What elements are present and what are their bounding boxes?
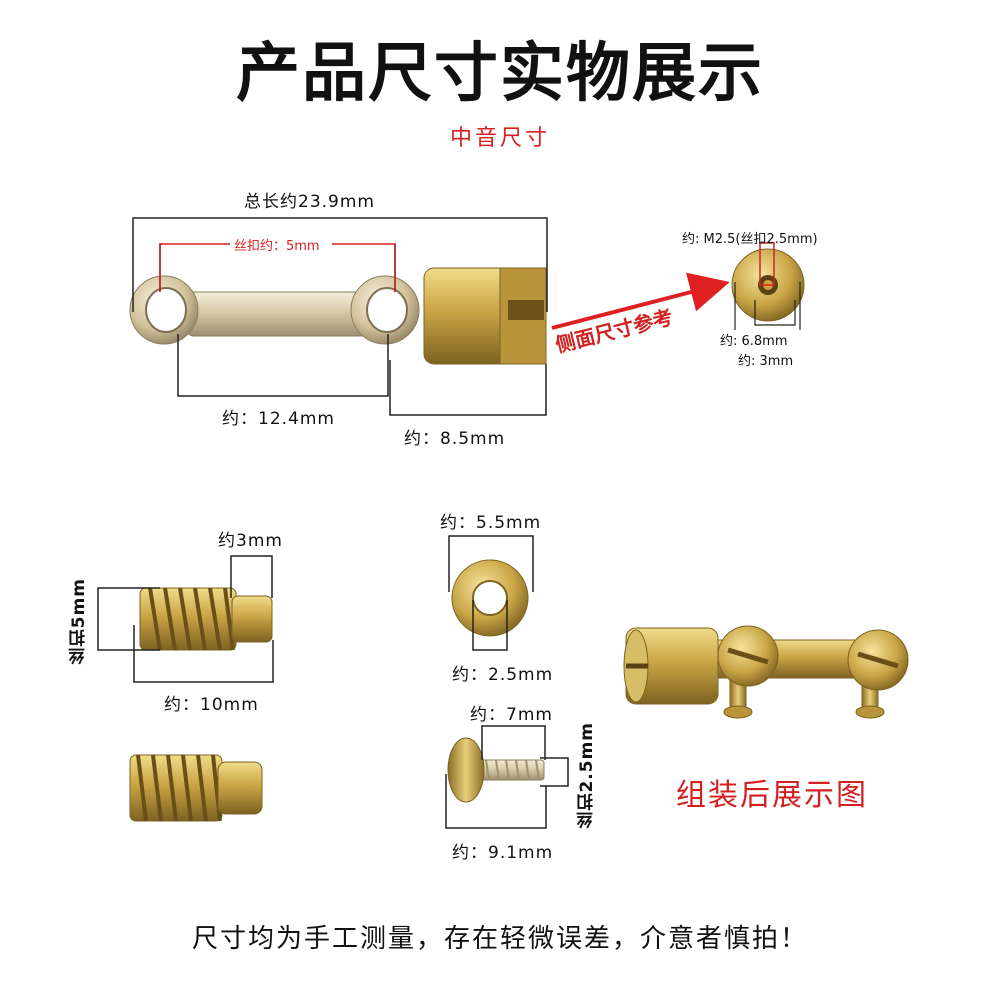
washer-outer-label: 约：5.5mm [440, 513, 542, 533]
side-view-thread-label: 约: M2.5(丝扣2.5mm) [682, 232, 818, 247]
assembled-label: 组装后展示图 [676, 778, 868, 813]
washer-inner-label: 约：2.5mm [452, 665, 554, 685]
set-screw-length-label: 约：10mm [164, 695, 259, 715]
screw-photo [447, 737, 545, 803]
side-view-inner-label: 约: 3mm [738, 354, 794, 369]
set-screw-photo-2 [129, 754, 263, 822]
footer-disclaimer: 尺寸均为手工测量，存在轻微误差，介意者慎拍！ [191, 924, 808, 954]
connector-total-length-label: 总长约23.9mm [244, 192, 375, 212]
set-screw-photo [139, 587, 273, 651]
washer-photo [451, 559, 529, 637]
side-view-arrow [551, 272, 730, 330]
side-view-photo [731, 242, 805, 322]
side-view-diameter-label: 约: 6.8mm [720, 334, 788, 349]
screw-head-label: 约：7mm [470, 705, 553, 725]
page-title: 产品尺寸实物展示 [236, 37, 764, 111]
connector-hole-spacing-label: 约：12.4mm [222, 409, 335, 429]
set-screw-tip-label: 约3mm [218, 531, 283, 551]
connector-photo [129, 267, 547, 365]
set-screw-thread-label: 丝扣5mm [69, 578, 89, 665]
screw-thread-label: 丝扣2.5mm [577, 722, 597, 829]
page-subtitle: 中音尺寸 [449, 126, 550, 151]
connector-head-length-label: 约：8.5mm [404, 429, 506, 449]
assembled-photo [623, 625, 909, 719]
connector-thread-label: 丝扣约：5mm [234, 239, 320, 254]
screw-length-label: 约：9.1mm [452, 843, 554, 863]
